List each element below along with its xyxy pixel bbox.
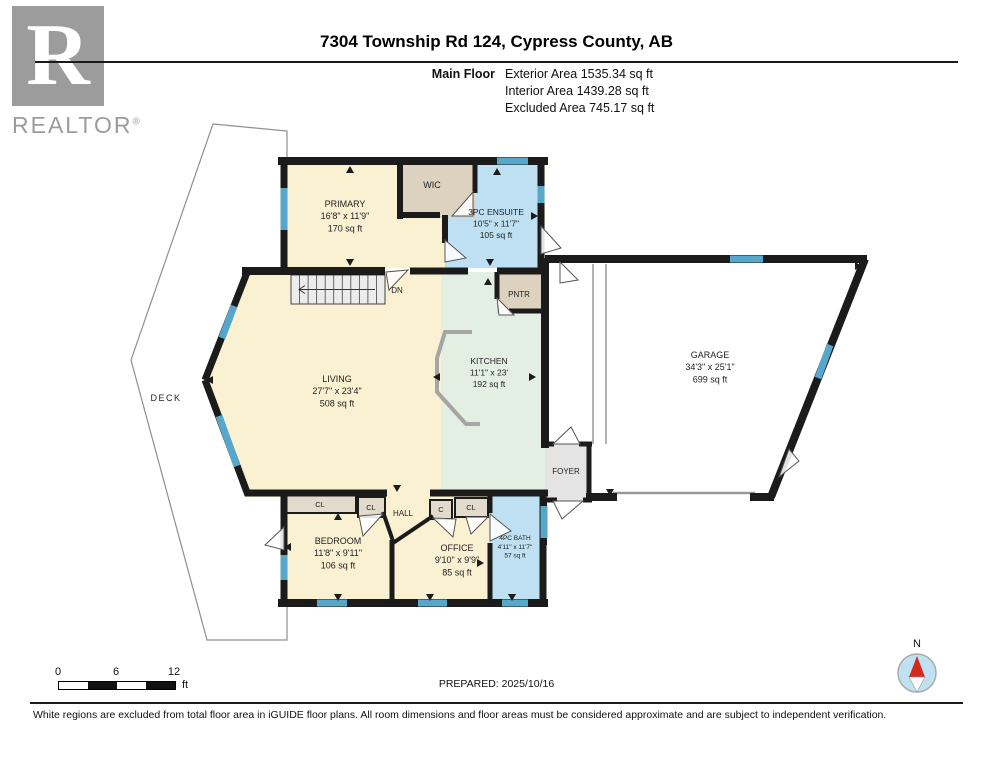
door-swing bbox=[444, 238, 468, 263]
label-hall: HALL bbox=[393, 509, 414, 518]
measure-arrow-icon bbox=[426, 594, 434, 601]
measure-arrow-icon bbox=[508, 594, 516, 601]
region-bath bbox=[490, 493, 541, 603]
door-swing bbox=[559, 260, 580, 284]
region-wic bbox=[400, 158, 475, 218]
door-swing bbox=[465, 516, 490, 535]
interior-area: Interior Area 1439.28 sq ft bbox=[505, 84, 649, 98]
compass-north-label: N bbox=[913, 638, 921, 650]
wall bbox=[381, 511, 395, 542]
disclaimer-text: White regions are excluded from total fl… bbox=[33, 709, 887, 721]
measure-arrow-icon bbox=[477, 559, 484, 567]
measure-arrow-icon bbox=[284, 543, 291, 551]
region-kitchen bbox=[441, 272, 545, 497]
measure-arrow-icon bbox=[433, 373, 440, 381]
measure-arrow-icon bbox=[486, 259, 494, 266]
door-swing bbox=[264, 525, 285, 551]
measure-arrow-icon bbox=[206, 376, 213, 384]
door-swing bbox=[431, 517, 457, 539]
prepared-date: PREPARED: 2025/10/16 bbox=[438, 678, 555, 690]
measure-arrow-icon bbox=[334, 594, 342, 601]
measure-arrow-icon bbox=[606, 489, 614, 496]
excluded-area: Excluded Area 745.17 sq ft bbox=[505, 101, 655, 115]
label-cl-2: CL bbox=[366, 503, 376, 512]
scale-tick-0: 0 bbox=[54, 666, 62, 678]
stair-arrow-icon bbox=[298, 285, 306, 294]
window bbox=[215, 414, 241, 468]
measure-arrow-icon bbox=[531, 212, 538, 220]
realtor-logo-text: REALTOR® bbox=[12, 112, 140, 138]
label-dn: DN bbox=[391, 286, 403, 295]
realtor-logo-mark: R bbox=[12, 6, 104, 106]
scale-tick-labels: 0 6 12 bbox=[48, 666, 184, 678]
scale-unit: ft bbox=[182, 679, 189, 691]
scale-tick-6: 6 bbox=[112, 666, 120, 678]
door-swing bbox=[551, 426, 581, 445]
floor-name: Main Floor bbox=[431, 67, 495, 81]
label-foyer: FOYER bbox=[552, 467, 580, 476]
measure-arrow-icon bbox=[334, 513, 342, 520]
measure-arrow-icon bbox=[484, 278, 492, 285]
label-cl-1: CL bbox=[315, 500, 325, 509]
measure-arrow-icon bbox=[529, 373, 536, 381]
region-foyer bbox=[545, 444, 590, 501]
scale-tick-12: 12 bbox=[167, 666, 181, 678]
measure-arrow-icon bbox=[493, 168, 501, 175]
region-pantry bbox=[497, 272, 541, 313]
scale-bar: 0 6 12 ft bbox=[48, 666, 208, 691]
door-swing bbox=[385, 269, 410, 292]
door-swing bbox=[358, 513, 385, 538]
compass: N bbox=[893, 638, 941, 700]
measure-arrow-icon bbox=[346, 259, 354, 266]
door-swing bbox=[777, 448, 800, 479]
label-c: C bbox=[438, 505, 444, 514]
measure-arrow-icon bbox=[855, 262, 862, 270]
wall bbox=[391, 514, 435, 545]
area-stats: Exterior Area 1535.34 sq ft Interior Are… bbox=[505, 66, 654, 117]
realtor-logo: R REALTOR® bbox=[12, 6, 140, 139]
compass-icon bbox=[897, 653, 937, 693]
region-garage bbox=[549, 262, 864, 494]
label-cl-3: CL bbox=[466, 503, 476, 512]
door-swing bbox=[540, 224, 562, 255]
window bbox=[814, 343, 834, 380]
window bbox=[218, 304, 238, 340]
door-swing bbox=[450, 190, 474, 217]
floor-stats: Main Floor Exterior Area 1535.34 sq ft I… bbox=[300, 66, 655, 117]
label-pantry: PNTR bbox=[508, 290, 530, 299]
measure-arrow-icon bbox=[393, 485, 401, 492]
door-swing bbox=[489, 512, 512, 542]
scale-bar-segments bbox=[58, 680, 176, 690]
label-deck: DECK bbox=[150, 393, 181, 403]
exterior-area: Exterior Area 1535.34 sq ft bbox=[505, 67, 654, 81]
door-swing bbox=[496, 296, 516, 316]
region-ensuite bbox=[445, 158, 541, 268]
header-rule bbox=[35, 61, 958, 63]
realtor-logo-letter: R bbox=[26, 7, 90, 104]
label-wic: WIC bbox=[423, 180, 441, 190]
door-swing bbox=[552, 500, 585, 520]
measure-arrow-icon bbox=[346, 166, 354, 173]
scale-bar-row: ft bbox=[48, 679, 208, 691]
footer-rule bbox=[30, 702, 963, 704]
page-title: 7304 Township Rd 124, Cypress County, AB bbox=[320, 32, 673, 51]
